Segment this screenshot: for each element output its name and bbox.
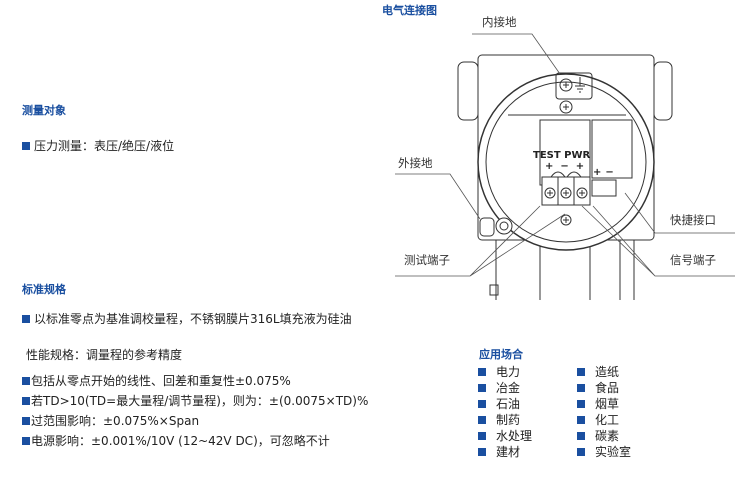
inner-ground-label: 内接地: [482, 15, 517, 29]
diagram-title: 电气连接图: [382, 4, 437, 17]
application-item: 化工: [577, 412, 631, 428]
application-item: 碳素: [577, 428, 631, 444]
performance-item: 电源影响：±0.001%/10V (12~42V DC)，可忽略不计: [22, 432, 330, 449]
ground-symbol-icon: [575, 77, 585, 93]
application-item: 石油: [478, 396, 532, 412]
polarity-labels: +−+: [545, 161, 592, 172]
measure-item: 压力测量：表压/绝压/液位: [22, 137, 174, 154]
application-item: 冶金: [478, 380, 532, 396]
minus-screw-icon: [560, 187, 572, 199]
measure-title: 测量对象: [22, 104, 66, 117]
pwr-plus-screw-icon: [576, 187, 588, 199]
quick-connector-label: 快捷接口: [670, 213, 716, 227]
applications-col1: 电力 冶金 石油 制药 水处理 建材: [478, 364, 532, 460]
performance-item-text: 电源影响：±0.001%/10V (12~42V DC)，可忽略不计: [31, 434, 330, 448]
application-item: 电力: [478, 364, 532, 380]
standard-title: 标准规格: [22, 283, 66, 296]
right-cable-gland: [653, 61, 673, 121]
inner-ground-plate: [555, 72, 593, 100]
cover-ring: [477, 73, 655, 251]
left-cable-gland: [457, 61, 479, 121]
standard-item: 以标准零点为基准调校量程，不锈钢膜片316L填充液为硅油: [22, 310, 352, 327]
outer-ground-label: 外接地: [398, 156, 433, 170]
measure-item-text: 压力测量：表压/绝压/液位: [34, 139, 175, 153]
bullet-icon: [22, 397, 30, 405]
bullet-icon: [22, 315, 30, 323]
applications-title: 应用场合: [479, 348, 523, 361]
performance-item: 过范围影响：±0.075%×Span: [22, 412, 199, 429]
performance-item: 包括从零点开始的线性、回差和重复性±0.075%: [22, 372, 291, 389]
signal-terminal-label: 信号端子: [670, 253, 716, 267]
application-item: 造纸: [577, 364, 631, 380]
performance-item-text: 包括从零点开始的线性、回差和重复性±0.075%: [31, 374, 291, 388]
test-terminal-label: 测试端子: [404, 253, 450, 267]
quick-connector: [591, 179, 617, 197]
outer-ground-screw: [495, 217, 513, 235]
bullet-icon: [22, 417, 30, 425]
application-item: 水处理: [478, 428, 532, 444]
application-item: 食品: [577, 380, 631, 396]
standard-item-text: 以标准零点为基准调校量程，不锈钢膜片316L填充液为硅油: [34, 312, 352, 326]
bullet-icon: [22, 437, 30, 445]
transmitter-wiring-diagram: [395, 33, 735, 300]
applications-col2: 造纸 食品 烟草 化工 碳素 实验室: [577, 364, 631, 460]
application-item: 实验室: [577, 444, 631, 460]
screw-icon: [559, 78, 573, 92]
application-item: 建材: [478, 444, 532, 460]
quick-connector-polarity: +−: [593, 167, 618, 178]
performance-item-text: 若TD>10(TD=最大量程/调节量程)，则为：±(0.0075×TD)%: [31, 394, 369, 408]
application-item: 烟草: [577, 396, 631, 412]
test-plus-screw-icon: [544, 187, 556, 199]
bullet-icon: [22, 377, 30, 385]
screw-icon: [559, 100, 573, 114]
performance-title: 性能规格：调量程的参考精度: [26, 348, 183, 362]
bullet-icon: [22, 142, 30, 150]
application-item: 制药: [478, 412, 532, 428]
test-pwr-label: TEST PWR: [533, 150, 591, 161]
performance-item-text: 过范围影响：±0.075%×Span: [31, 414, 200, 428]
performance-item: 若TD>10(TD=最大量程/调节量程)，则为：±(0.0075×TD)%: [22, 392, 368, 409]
transmitter-body: [489, 215, 635, 300]
